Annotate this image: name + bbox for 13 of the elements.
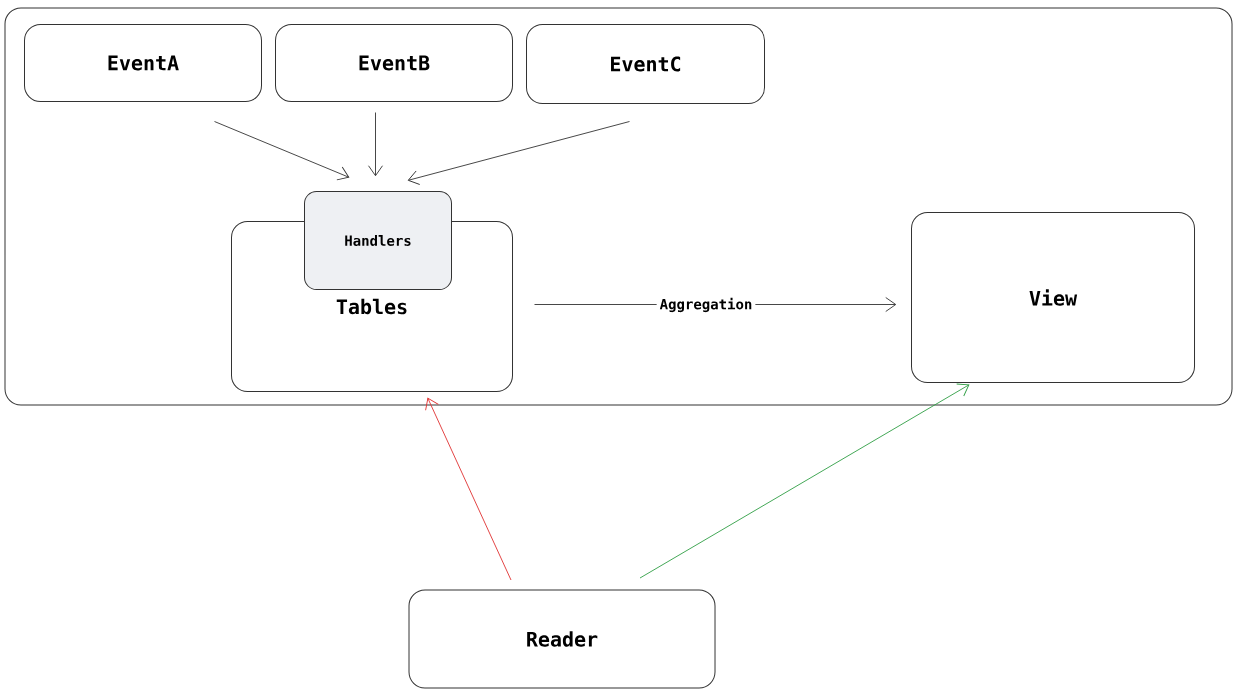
arrow xyxy=(368,112,383,177)
arrow xyxy=(407,121,630,185)
process-box: View xyxy=(911,212,1195,383)
process-box: EventA xyxy=(24,24,262,102)
process-box: EventB xyxy=(275,24,513,102)
arrow xyxy=(639,383,970,579)
process-box: EventC xyxy=(526,24,765,104)
process-box: Reader xyxy=(408,589,716,689)
handler-box: Handlers xyxy=(304,191,452,290)
container-box xyxy=(4,7,1233,406)
arrow xyxy=(214,121,350,181)
arrow xyxy=(425,397,512,581)
edge-label: Aggregation xyxy=(656,294,756,316)
